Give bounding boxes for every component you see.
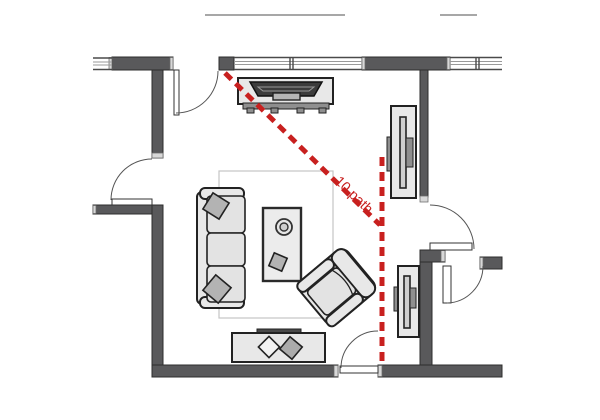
wall-right-lower [419, 261, 433, 366]
wall-cap [169, 57, 174, 70]
wall-left-pillar [151, 69, 164, 159]
shelf-inner [405, 137, 414, 168]
shelf-slot [399, 116, 407, 189]
door-right-lower [442, 265, 484, 304]
wall-cap [440, 250, 446, 262]
wall-top-jamb [218, 56, 235, 71]
door-top [173, 69, 219, 116]
armchair-cushion-fold [331, 269, 354, 295]
wall-right-pillar [419, 69, 429, 198]
tv-screen [248, 81, 324, 97]
sofa [196, 187, 246, 309]
table-decor-book [267, 251, 289, 273]
tv-stand [272, 92, 301, 101]
throw-pillow [201, 273, 233, 305]
door-left [110, 158, 153, 206]
armchair [296, 248, 377, 328]
traffic-path-diagonal [223, 71, 382, 227]
windows [93, 56, 502, 71]
tv-screen-highlight [256, 86, 316, 92]
wall-bottom-left [151, 364, 339, 378]
doors [110, 69, 484, 374]
wall-cap [108, 57, 113, 70]
walls [92, 56, 503, 378]
wall-cap [479, 257, 484, 269]
door-right-upper [429, 204, 475, 251]
wall-left [151, 204, 164, 378]
tv-console [237, 77, 334, 114]
tv-console-foot [246, 107, 255, 114]
table-decor-bowl-inner [279, 222, 289, 232]
wall-cap [333, 365, 339, 377]
window-top-1 [234, 56, 362, 71]
shelf-slot [403, 275, 411, 329]
armchair-arm [325, 292, 364, 328]
traffic-path-label: 10 path [332, 173, 377, 217]
wall-cap [151, 152, 164, 159]
shelf-unit-bottom [393, 265, 420, 338]
wall-cap [419, 195, 429, 203]
sideboard-decor [257, 335, 281, 359]
door-bottom [339, 330, 379, 374]
shelf-unit-top [386, 105, 417, 199]
tv-console-foot [296, 107, 305, 114]
wall-bottom-right [377, 364, 503, 378]
sideboard-decor [278, 335, 304, 361]
armchair-arm [296, 258, 335, 293]
wall-top-right-block [361, 56, 451, 71]
traffic-path: 10 path [223, 71, 385, 366]
sofa-cushion [206, 232, 246, 267]
coffee-table [261, 206, 303, 283]
tv-console-base [242, 102, 330, 110]
window-top-2 [450, 56, 502, 71]
shelf-inner [409, 287, 417, 309]
sideboard [231, 328, 326, 363]
tv-console-foot [318, 107, 327, 114]
wall-cap [446, 57, 451, 70]
wall-cap [361, 57, 366, 70]
wall-top-left-block [111, 56, 174, 71]
window-left-edge [93, 57, 112, 71]
wall-cap [377, 365, 383, 377]
throw-pillow [201, 191, 231, 221]
wall-cap [92, 205, 97, 214]
tv-console-foot [270, 107, 279, 114]
